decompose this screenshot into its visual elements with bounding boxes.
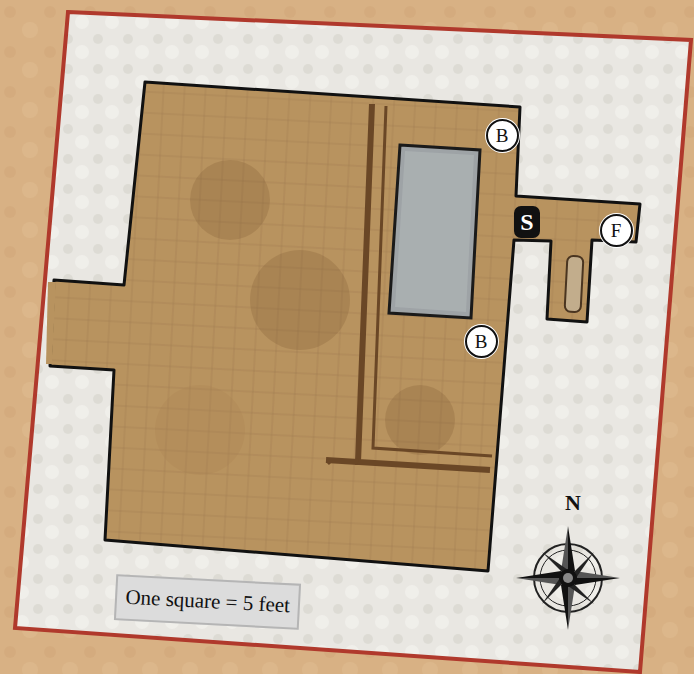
sarcophagus [565, 256, 584, 313]
room-marker: B [486, 119, 519, 152]
secret-door: S [514, 206, 540, 238]
compass-north: N [565, 492, 581, 514]
stone-slab [389, 145, 480, 318]
door-letter: S [520, 210, 533, 234]
room-wall [50, 82, 640, 571]
scale-label: One square = 5 feet [125, 587, 290, 617]
room-marker: F [600, 214, 633, 247]
marker-letter: B [475, 332, 488, 351]
room-marker: B [465, 325, 498, 358]
marker-letter: B [496, 126, 509, 145]
floor-border [373, 106, 492, 456]
compass-rose [516, 526, 620, 630]
marker-letter: F [611, 221, 622, 240]
